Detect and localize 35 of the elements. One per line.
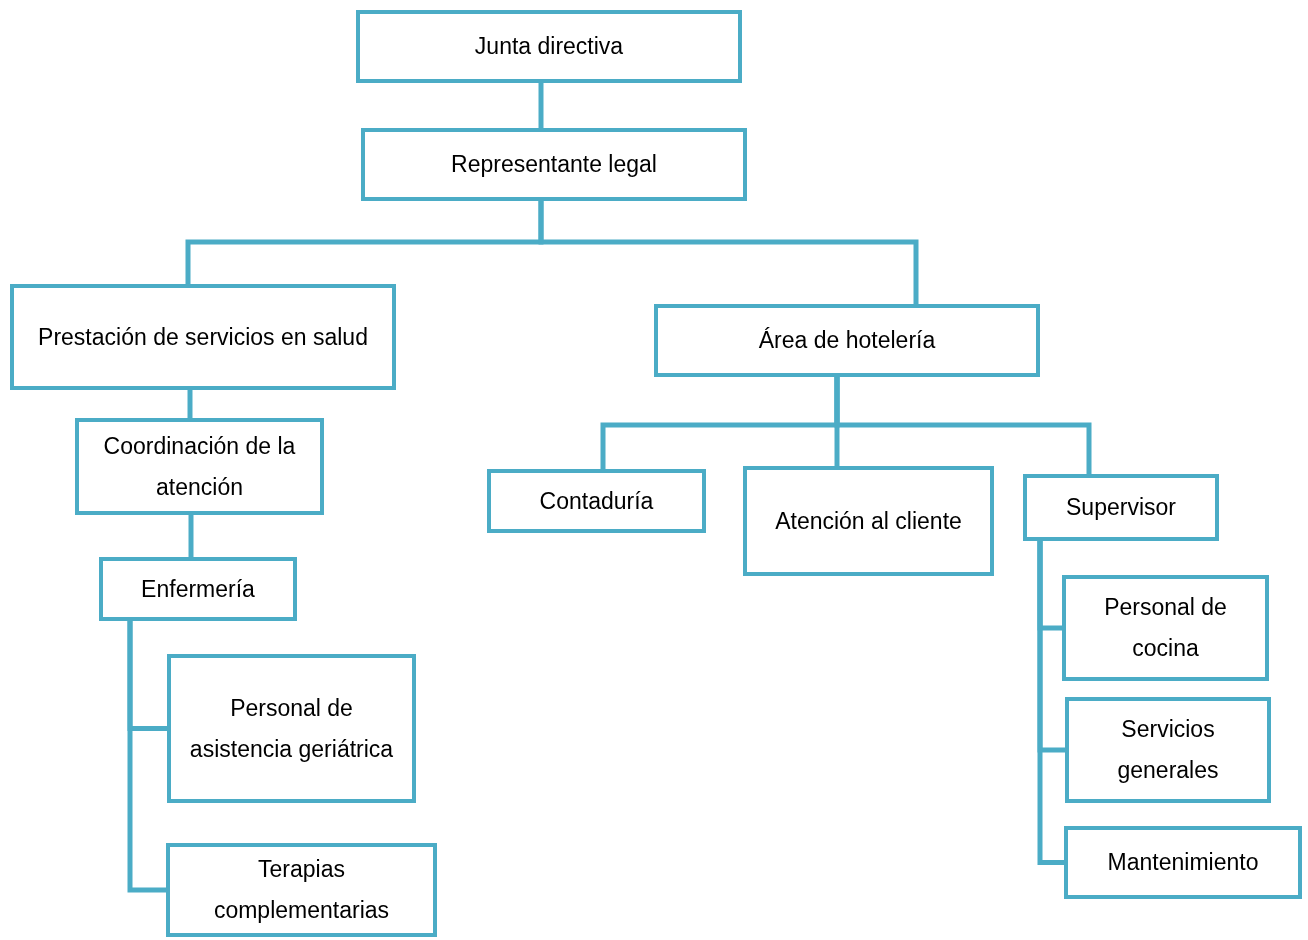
org-box <box>1065 697 1271 803</box>
box-label: Coordinación de la atención <box>102 431 297 502</box>
box-label: Atención al cliente <box>775 506 962 536</box>
org-box <box>167 654 416 803</box>
org-box <box>10 284 396 390</box>
org-box <box>75 418 324 515</box>
box-label: Personal de cocina <box>1103 593 1228 663</box>
org-box <box>743 466 994 576</box>
org-box <box>1062 575 1269 681</box>
box-label: Enfermería <box>141 574 255 604</box>
org-box <box>166 843 437 937</box>
box-label: Terapias complementarias <box>212 855 391 925</box>
org-box <box>1023 474 1219 541</box>
box-label: Prestación de servicios en salud <box>38 322 368 352</box>
connector-line <box>1037 541 1064 865</box>
connector-line <box>187 390 193 418</box>
connector-line <box>538 83 544 128</box>
org-box <box>361 128 747 201</box>
org-box <box>1064 826 1302 899</box>
box-label: Junta directiva <box>474 32 624 61</box>
connector-line <box>834 377 1092 474</box>
org-box <box>654 304 1040 377</box>
box-label: Mantenimiento <box>1107 848 1259 877</box>
org-box <box>487 469 706 533</box>
org-box <box>99 557 297 621</box>
box-label: Representante legal <box>451 150 657 179</box>
box-label: Área de hotelería <box>758 326 936 355</box>
connector-line <box>188 515 194 557</box>
connector-line <box>538 201 919 304</box>
box-label: Servicios generales <box>1116 715 1220 785</box>
box-label: Supervisor <box>1066 493 1176 522</box>
org-box <box>356 10 742 83</box>
connector-line <box>127 621 166 893</box>
box-label: Contaduría <box>539 486 654 516</box>
box-label: Personal de asistencia geriátrica <box>188 693 395 764</box>
